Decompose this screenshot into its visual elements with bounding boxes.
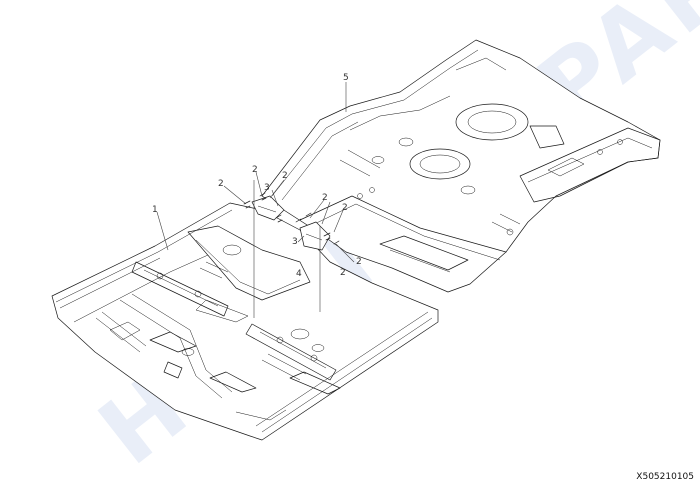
drawing-code: X505210105: [636, 472, 694, 482]
callouts: 1 2 2 2 2 2 2 2 3 3 4 5: [152, 73, 362, 279]
callout-3: 3: [292, 237, 298, 247]
callout-2: 2: [218, 179, 224, 189]
front-floor-panel[interactable]: [51, 202, 439, 441]
callout-2: 2: [252, 165, 258, 175]
leader-lines: [156, 82, 355, 318]
callout-2: 2: [342, 203, 348, 213]
callout-2: 2: [282, 171, 288, 181]
callout-2: 2: [356, 257, 362, 267]
bracket-right[interactable]: [299, 221, 331, 251]
callout-5: 5: [343, 73, 349, 83]
callout-4: 4: [296, 269, 302, 279]
callout-3: 3: [264, 183, 270, 193]
rear-floor-panel[interactable]: [261, 39, 661, 293]
callout-1: 1: [152, 205, 158, 215]
callout-2: 2: [322, 193, 328, 203]
bracket-left[interactable]: [251, 195, 285, 221]
callout-2: 2: [340, 268, 346, 278]
